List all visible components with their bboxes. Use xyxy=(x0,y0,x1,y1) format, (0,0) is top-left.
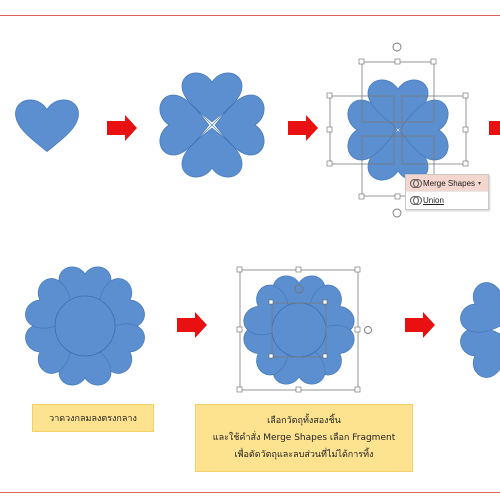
rotate-handle-icon[interactable] xyxy=(294,284,372,334)
selection-handles[interactable] xyxy=(236,266,361,393)
rotate-handle-icon[interactable] xyxy=(392,42,402,218)
arrow-right-icon xyxy=(288,115,318,141)
center-circle[interactable] xyxy=(271,302,327,358)
overlap-line xyxy=(189,102,235,148)
note-text: เพื่อตัดวัตถุและลบส่วนที่ไม่ได้การทิ้ง xyxy=(234,449,374,460)
clover-shape[interactable] xyxy=(159,72,265,178)
heart-shape[interactable] xyxy=(14,99,80,153)
instruction-note: เลือกวัตถุทั้งสองชิ้น และใช้คำสั่ง Merge… xyxy=(195,404,413,472)
arrow-right-icon xyxy=(405,312,435,338)
merge-shapes-icon xyxy=(410,179,422,188)
flower-with-circle-shape[interactable] xyxy=(20,266,150,386)
note-text: และใช้คำสั่ง Merge Shapes เลือก Fragment xyxy=(212,432,396,443)
merge-shapes-label: Merge Shapes xyxy=(423,178,476,188)
arrow-right-icon xyxy=(177,312,207,338)
arrow-right-icon xyxy=(489,115,500,141)
arrow-right-icon xyxy=(107,115,137,141)
selected-clover-shape[interactable] xyxy=(347,79,449,181)
result-flower-shape-partial[interactable] xyxy=(455,277,500,383)
menu-item-label: Union xyxy=(423,195,444,205)
merge-shapes-button[interactable]: Merge Shapes ▾ xyxy=(406,175,488,191)
frame-bottom-line xyxy=(0,492,500,493)
note-text: เลือกวัตถุทั้งสองชิ้น xyxy=(267,415,341,426)
note-text: วาดวงกลมลงตรงกลาง xyxy=(49,414,137,424)
frame-top-line xyxy=(0,15,500,16)
menu-item-union[interactable]: Union xyxy=(406,191,488,208)
chevron-down-icon: ▾ xyxy=(478,180,482,187)
merge-shapes-menu: Merge Shapes ▾ Union xyxy=(405,174,489,210)
center-circle[interactable] xyxy=(54,295,116,357)
selected-flower-shape[interactable] xyxy=(238,275,360,385)
union-icon xyxy=(410,196,422,205)
instruction-note: วาดวงกลมลงตรงกลาง xyxy=(32,404,154,432)
